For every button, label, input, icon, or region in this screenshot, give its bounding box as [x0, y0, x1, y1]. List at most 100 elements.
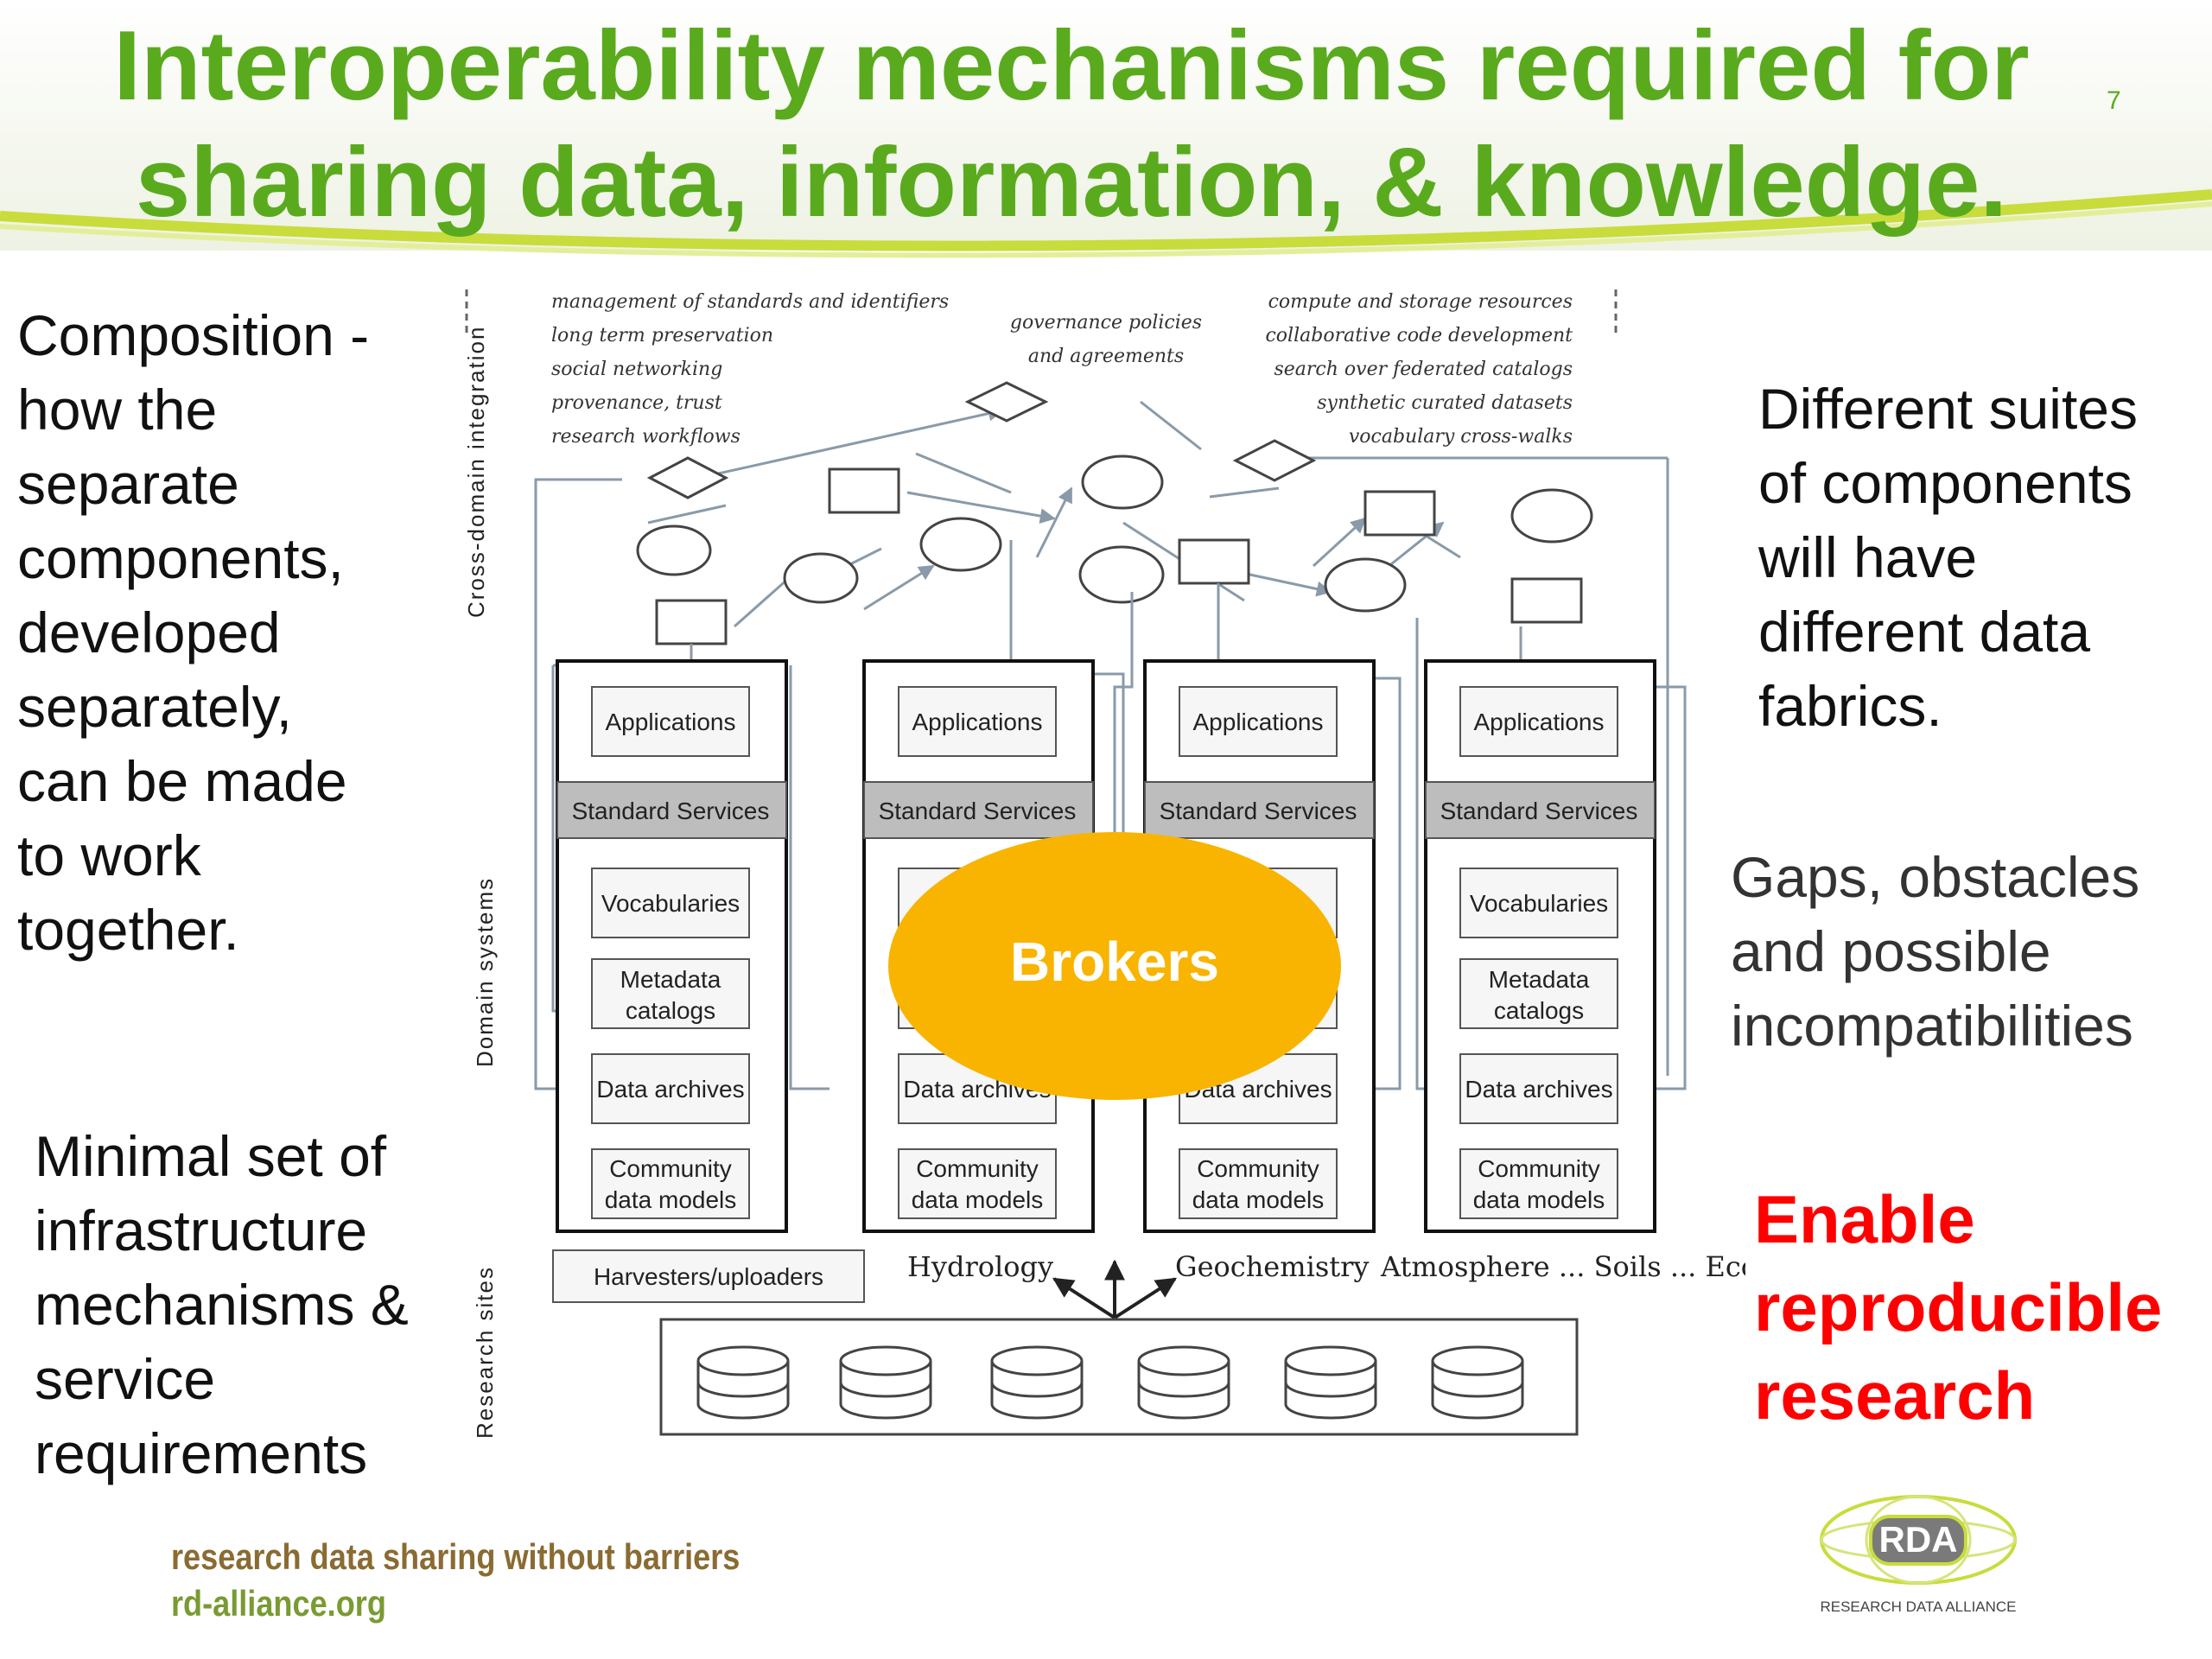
database-cylinder-icon [1431, 1345, 1524, 1420]
label-metadata-2: catalogs [626, 997, 715, 1024]
minimal-set-text: Minimal set of infrastructure mechanisms… [35, 1119, 467, 1491]
database-cylinder-icon [839, 1345, 932, 1420]
label-community-2: data models [912, 1186, 1044, 1213]
label-community-1: Community [1478, 1155, 1600, 1182]
footer-url[interactable]: rd-alliance.org [171, 1583, 386, 1624]
label-vocabularies: Vocabularies [601, 890, 740, 917]
note-line: governance policies [1010, 312, 1202, 334]
note-line: compute and storage resources [1268, 291, 1573, 313]
node-ellipse [1324, 557, 1407, 613]
label-domain-systems: Domain systems [472, 877, 498, 1067]
notes-left: management of standards and identifiers … [551, 291, 949, 448]
node-ellipse [783, 552, 859, 604]
label-standard-services: Standard Services [572, 798, 770, 824]
different-suites-text: Different suites of components will have… [1758, 372, 2208, 743]
footer-tagline-block: research data sharing without barriers r… [171, 1534, 740, 1627]
label-community-2: data models [1192, 1186, 1325, 1213]
minimal-set-line: mechanisms & [35, 1273, 409, 1337]
node-diamond [1232, 439, 1317, 482]
enable-line: Enable [1754, 1181, 1975, 1257]
rda-logo-text: RDA [1879, 1519, 1958, 1560]
note-line: management of standards and identifiers [551, 291, 949, 313]
brokers-ellipse [888, 832, 1341, 1100]
minimal-set-line: infrastructure [35, 1198, 368, 1262]
note-line: research workflows [551, 426, 741, 448]
domain-stack: Applications Standard Services Vocabular… [556, 659, 788, 1233]
composition-line: components, [17, 526, 344, 590]
node-box [1510, 577, 1583, 624]
label-research-sites: Research sites [472, 1266, 498, 1439]
composition-line: together. [17, 898, 239, 962]
database-cylinder-icon [696, 1345, 790, 1420]
label-community-1: Community [609, 1155, 732, 1182]
footer-tagline: research data sharing without barriers [171, 1536, 741, 1577]
title-band: Interoperability mechanisms required for… [0, 0, 2212, 259]
label-cross-domain: Cross-domain integration [463, 326, 489, 618]
label-community-1: Community [1197, 1155, 1319, 1182]
composition-line: separate [17, 452, 239, 516]
band-standard-services [556, 781, 787, 839]
node-ellipse [1081, 454, 1164, 510]
box-data-archives [591, 1053, 750, 1124]
composition-line: how the [17, 378, 218, 442]
label-hydrology: Hydrology [907, 1250, 1053, 1283]
label-community-1: Community [916, 1155, 1039, 1182]
composition-line: developed [17, 601, 281, 664]
note-line: social networking [551, 359, 722, 380]
node-ellipse [636, 524, 712, 576]
different-suites-line: will have [1758, 525, 1978, 589]
note-line: provenance, trust [551, 392, 722, 414]
node-box [655, 599, 728, 645]
database-cylinder-icon [1284, 1345, 1377, 1420]
label-metadata-1: Metadata [620, 966, 721, 993]
label-applications: Applications [1474, 709, 1605, 735]
label-community-2: data models [605, 1186, 737, 1213]
composition-line: separately, [17, 675, 292, 739]
composition-text: Composition - how the separate component… [17, 298, 449, 967]
slide-number: 7 [2107, 86, 2121, 115]
note-line: synthetic curated datasets [1317, 392, 1573, 414]
node-ellipse [1078, 545, 1165, 604]
label-geochemistry: Geochemistry [1175, 1250, 1369, 1283]
label-data-archives: Data archives [596, 1076, 744, 1103]
minimal-set-line: requirements [35, 1421, 368, 1485]
branch-arrows [1052, 1259, 1178, 1319]
composition-line: can be made [17, 749, 347, 813]
label-vocabularies: Vocabularies [1470, 890, 1608, 917]
architecture-diagram: Cross-domain integration Domain systems … [463, 289, 1745, 1439]
rda-logo: RDA RESEARCH DATA ALLIANCE [1820, 1495, 2017, 1615]
title-swoosh [0, 0, 2212, 258]
different-suites-line: fabrics. [1758, 674, 1942, 738]
label-community-2: data models [1473, 1186, 1605, 1213]
domain-stack: Applications Standard Services Vocabular… [1424, 659, 1656, 1233]
box-metadata [591, 958, 750, 1029]
node-ellipse [1510, 488, 1593, 543]
note-line: long term preservation [551, 325, 773, 346]
label-applications: Applications [606, 709, 736, 735]
node-diamond [646, 456, 729, 499]
box-applications [591, 686, 750, 757]
minimal-set-line: Minimal set of [35, 1124, 387, 1188]
brokers-label: Brokers [1010, 931, 1219, 993]
note-line: collaborative code development [1265, 325, 1573, 346]
label-standard-services: Standard Services [1440, 798, 1638, 824]
node-diamond [964, 381, 1049, 423]
different-suites-line: different data [1758, 600, 2091, 664]
different-suites-line: Different suites [1758, 377, 2138, 441]
label-standard-services: Standard Services [1160, 798, 1357, 824]
gaps-text: Gaps, obstacles and possible incompatibi… [1731, 840, 2206, 1063]
label-metadata-2: catalogs [1494, 997, 1584, 1024]
label-atmosphere-soils-ecology: Atmosphere ... Soils ... Ecology . [1380, 1250, 1745, 1283]
note-line: vocabulary cross-walks [1349, 426, 1573, 448]
database-cylinder-icon [1137, 1345, 1230, 1420]
gaps-line: incompatibilities [1731, 994, 2133, 1058]
label-metadata-1: Metadata [1489, 966, 1590, 993]
network-links [647, 400, 1669, 1076]
node-box [1363, 490, 1436, 537]
rda-logo-caption: RESEARCH DATA ALLIANCE [1820, 1599, 2016, 1615]
gaps-line: and possible [1731, 919, 2051, 983]
research-site-cylinders [696, 1345, 1524, 1420]
label-data-archives: Data archives [1465, 1076, 1612, 1103]
composition-line: Composition - [17, 303, 370, 367]
note-line: search over federated catalogs [1274, 359, 1573, 380]
